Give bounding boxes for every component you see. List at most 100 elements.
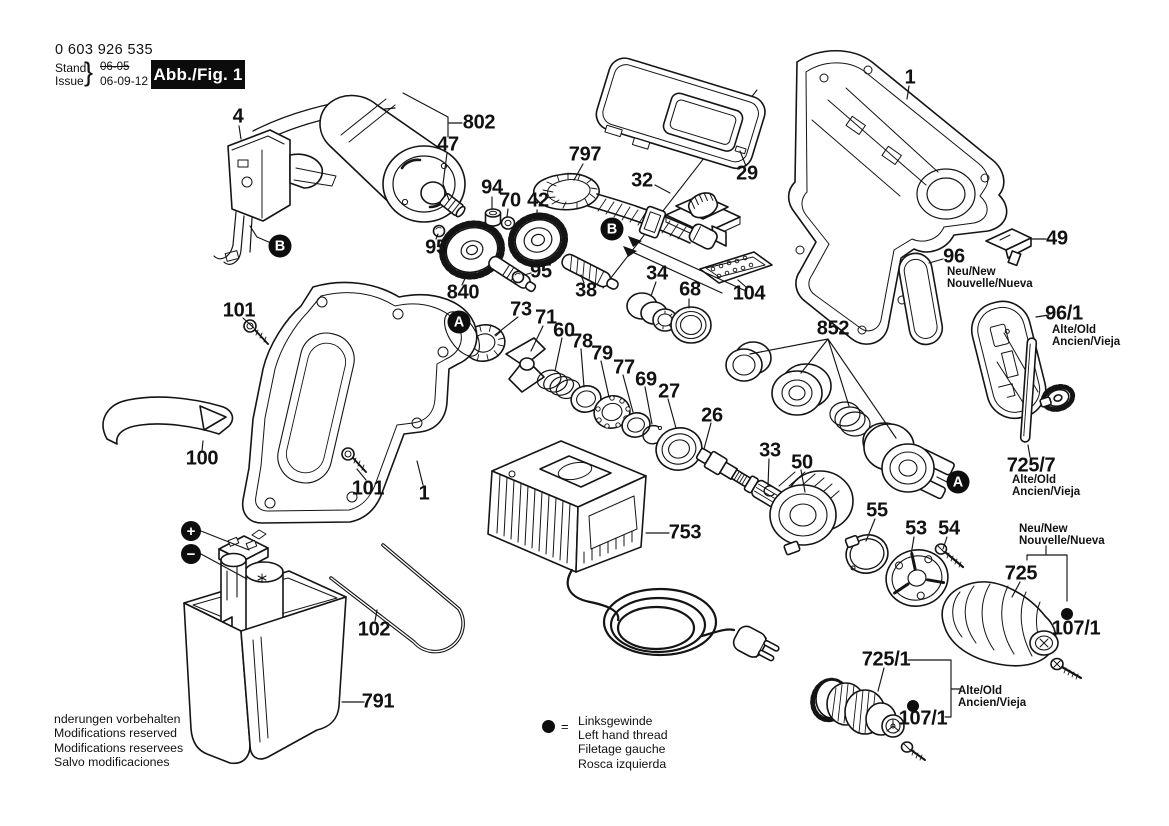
note-label-alte-old: Alte/Old	[1012, 474, 1057, 486]
assembly-letter-a: A	[447, 310, 471, 334]
superseded-date: 06-05	[100, 61, 130, 73]
part-callout-797: 797	[568, 143, 602, 166]
part-callout-68: 68	[679, 278, 701, 301]
part-callout-95: 95	[530, 260, 552, 283]
ring-78	[570, 385, 602, 413]
part-callout-725: 725	[1004, 562, 1038, 585]
note-label-ancien-vieja: Ancien/Vieja	[1012, 486, 1081, 498]
note-label-nouvelle-nueva: Nouvelle/Nueva	[1019, 535, 1105, 547]
part-callout-96-1: 96/1	[1045, 302, 1083, 325]
document-part-number: 0 603 926 535	[55, 42, 153, 58]
figure-label-box: Abb./Fig. 1	[151, 60, 245, 89]
legend-line: Rosca izquierda	[578, 756, 667, 771]
note-label-neu-new: Neu/New	[947, 266, 996, 278]
part-callout-753: 753	[668, 521, 702, 544]
clip-49	[985, 228, 1032, 267]
part-callout-802: 802	[462, 111, 496, 134]
note-label-alte-old: Alte/Old	[958, 685, 1003, 697]
assembly-letter-b: B	[600, 217, 624, 241]
clutch-cage	[863, 423, 955, 500]
note-label-ancien-vieja: Ancien/Vieja	[1052, 336, 1121, 348]
part-callout-791: 791	[361, 690, 395, 713]
left-hand-thread-dot-icon	[542, 720, 555, 733]
ring-group-852	[725, 341, 955, 500]
issue-date: 06-09-12	[100, 73, 149, 88]
charger-753	[487, 440, 647, 573]
part-callout-95: 95	[425, 236, 447, 259]
keyed-chuck-725-1	[810, 677, 905, 738]
clutch-housing-50	[769, 470, 854, 556]
part-callout-101: 101	[222, 299, 256, 322]
screw-107-1-new	[1050, 657, 1083, 680]
wire-bracket-102	[329, 543, 465, 654]
assembly-letter-a: A	[946, 470, 970, 494]
part-callout-725-7: 725/7	[1006, 454, 1056, 477]
part-callout-32: 32	[631, 169, 653, 192]
housing-right-half	[787, 49, 1008, 345]
part-callout-104: 104	[732, 282, 766, 305]
legend-line: Filetage gauche	[578, 742, 666, 757]
part-callout-42: 42	[527, 189, 549, 212]
bearing-27	[655, 427, 703, 471]
polarity-plus-marker: +	[181, 521, 201, 541]
insertion-arrows	[623, 236, 747, 294]
note-label-neu-new: Neu/New	[1019, 523, 1068, 535]
part-callout-1: 1	[418, 482, 430, 505]
part-callout-55: 55	[866, 499, 888, 522]
bushing-94	[484, 208, 502, 227]
part-callout-60: 60	[553, 319, 575, 342]
battery-shell-791-walls	[183, 596, 347, 765]
washer-70	[500, 216, 516, 230]
shaft-38	[561, 253, 619, 290]
screw-107-1-old	[900, 741, 926, 761]
motor-pinion-47	[439, 192, 466, 218]
screw-101-lower	[341, 447, 367, 473]
part-callout-54: 54	[938, 517, 960, 540]
part-callout-852: 852	[816, 317, 850, 340]
ring-77	[621, 412, 651, 438]
charger-cord	[566, 568, 736, 657]
housing-left-half	[241, 281, 480, 524]
part-callout-27: 27	[658, 380, 680, 403]
panel-96-1-old	[970, 300, 1047, 420]
part-callout-107-1: 107/1	[898, 707, 948, 730]
stand-label: Stand	[55, 61, 87, 75]
part-callout-34: 34	[646, 262, 668, 285]
screw-101-upper	[243, 319, 269, 345]
part-callout-26: 26	[701, 404, 723, 427]
gear-hub-34	[626, 292, 678, 332]
wing-fork-71	[505, 337, 546, 393]
legend-line: Linksgewinde	[578, 714, 653, 728]
part-callout-101: 101	[351, 477, 385, 500]
gear-42	[507, 212, 569, 268]
modification-notice-line: nderungen vorbehalten	[54, 712, 181, 726]
left-hand-thread-dot	[907, 700, 919, 712]
part-callout-33: 33	[759, 439, 781, 462]
left-hand-thread-dot	[1061, 608, 1073, 620]
part-callout-102: 102	[357, 618, 391, 641]
bearing-ring-79	[593, 395, 631, 429]
stand-issue-labels: Stand Issue	[55, 62, 86, 88]
brace-glyph: }	[84, 57, 94, 87]
spindle-rod-725-7	[1019, 337, 1076, 443]
steel-ball-95	[432, 224, 525, 284]
part-callout-725-1: 725/1	[861, 648, 911, 671]
motor-802	[319, 94, 466, 223]
revision-dates: 06-05 06-09-12	[100, 61, 148, 88]
part-callout-29: 29	[736, 162, 758, 185]
terminal-strip-104	[699, 251, 773, 284]
part-callout-73: 73	[510, 298, 532, 321]
part-callout-79: 79	[591, 342, 613, 365]
polarity-minus-marker: −	[181, 544, 201, 564]
ring-55	[844, 534, 889, 574]
part-callout-96: 96	[943, 245, 965, 268]
part-callout-77: 77	[613, 356, 635, 379]
part-callout-53: 53	[905, 517, 927, 540]
part-callout-50: 50	[791, 451, 813, 474]
note-label-ancien-vieja: Ancien/Vieja	[958, 697, 1027, 709]
note-label-alte-old: Alte/Old	[1052, 324, 1097, 336]
part-callout-1: 1	[904, 66, 916, 89]
